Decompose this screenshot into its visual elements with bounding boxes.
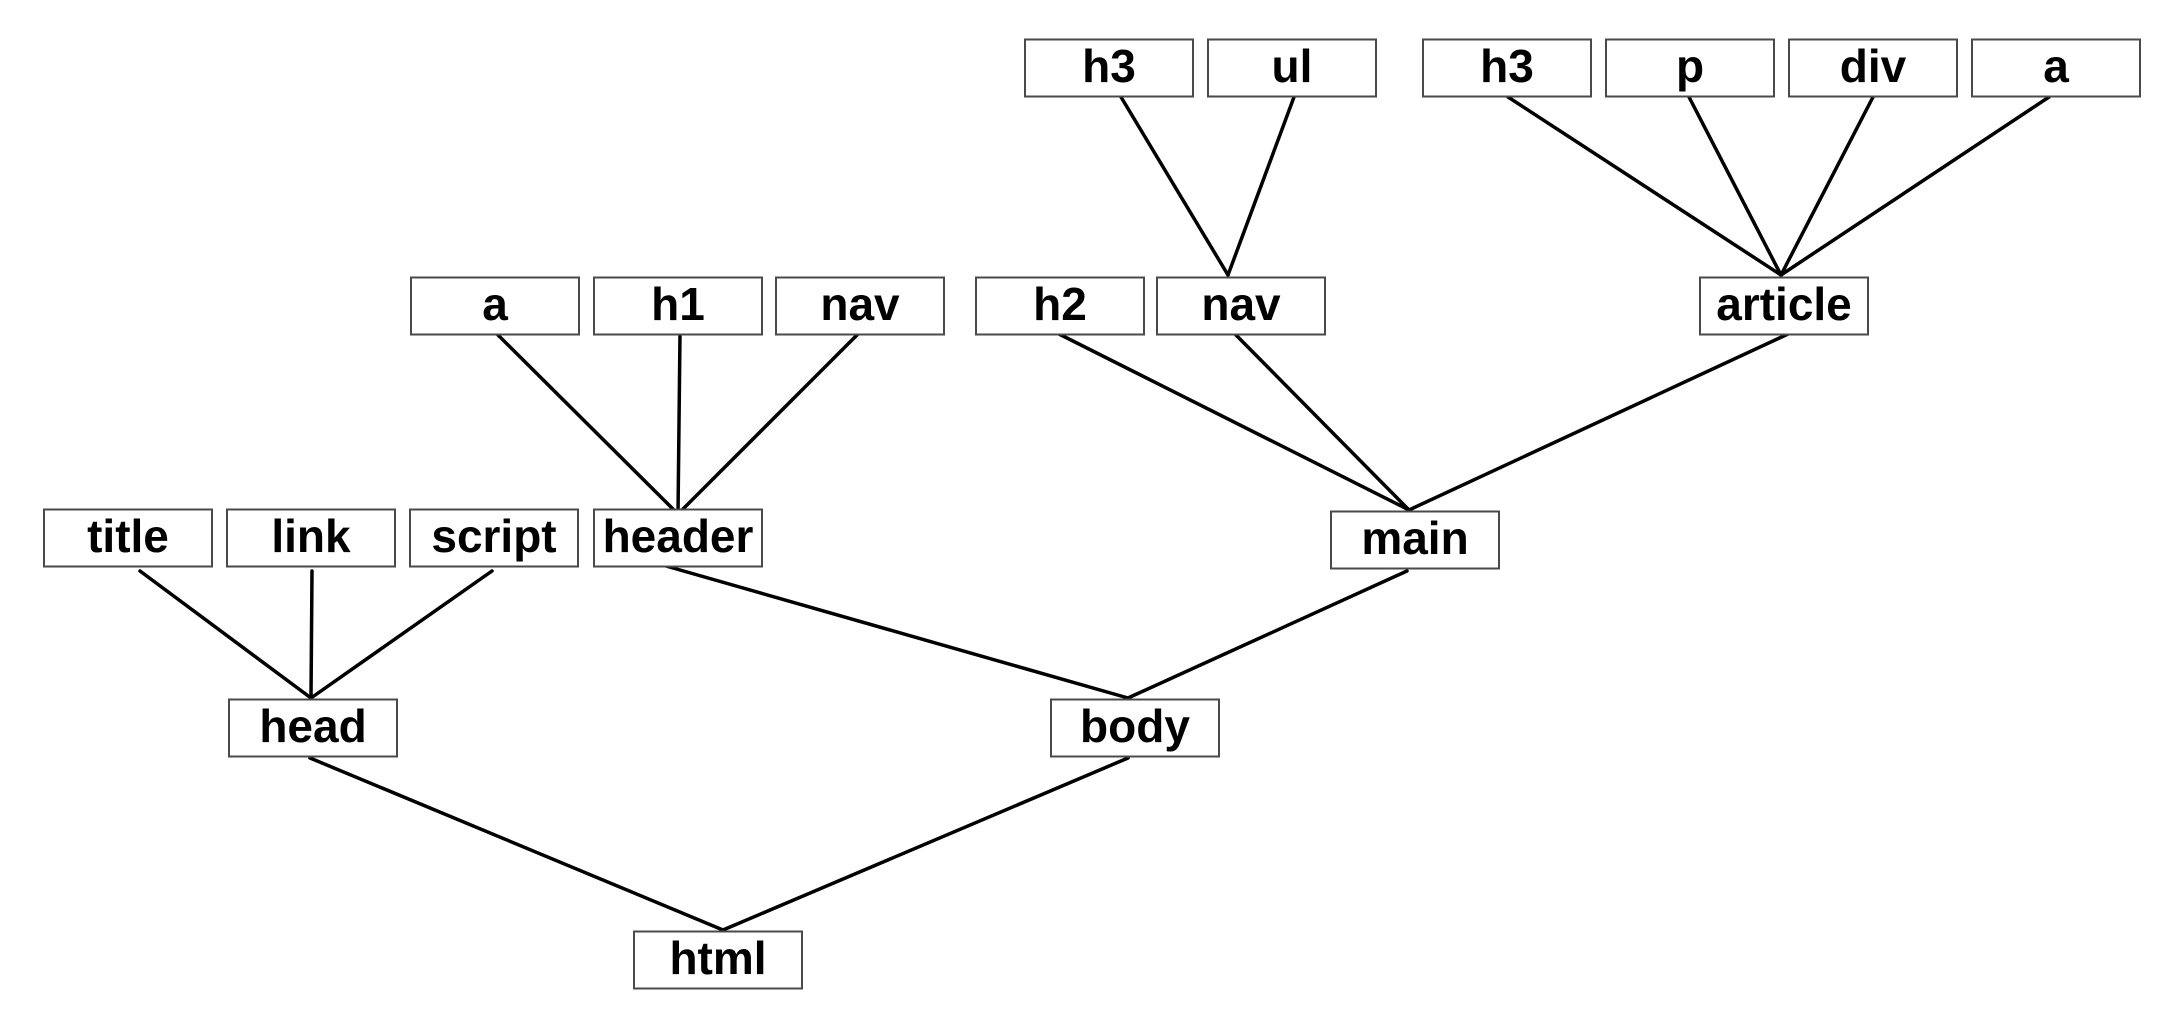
- edge-main_article-to-article_p: [1687, 95, 1783, 277]
- node-box: [1156, 276, 1326, 336]
- edge-html-to-body: [721, 756, 1130, 932]
- node-label: nav: [1201, 278, 1281, 330]
- node-label: link: [271, 510, 351, 562]
- node-main-h2: h2: [975, 276, 1145, 336]
- node-header-nav: nav: [775, 276, 945, 336]
- edge-header-to-header_a: [495, 332, 680, 516]
- node-box: [1422, 38, 1592, 98]
- node-title: title: [43, 508, 213, 568]
- node-main-nav: nav: [1156, 276, 1326, 336]
- node-box: [1971, 38, 2141, 98]
- node-label: nav: [820, 278, 900, 330]
- node-html: html: [633, 930, 803, 990]
- node-box: [410, 276, 580, 336]
- edge-head-to-script: [309, 569, 494, 700]
- node-box: [226, 508, 396, 568]
- node-nav-ul: ul: [1207, 38, 1377, 98]
- node-box: [593, 508, 763, 568]
- node-box: [593, 276, 763, 336]
- node-box: [228, 698, 398, 758]
- node-body: body: [1050, 698, 1220, 758]
- node-script: script: [409, 508, 579, 568]
- node-label: article: [1716, 278, 1852, 330]
- node-article-p: p: [1605, 38, 1775, 98]
- node-article-h3: h3: [1422, 38, 1592, 98]
- node-label: h2: [1033, 278, 1087, 330]
- node-link: link: [226, 508, 396, 568]
- node-main: main: [1330, 510, 1500, 570]
- node-box: [1024, 38, 1194, 98]
- node-article-a: a: [1971, 38, 2141, 98]
- node-label: h1: [651, 278, 705, 330]
- tree-edges: [138, 95, 2051, 932]
- node-label: p: [1676, 40, 1704, 92]
- node-label: script: [431, 510, 556, 562]
- node-box: [1699, 276, 1869, 336]
- edge-main_article-to-article_h3: [1506, 95, 1783, 277]
- edge-head-to-title: [138, 569, 313, 700]
- node-box: [1788, 38, 1958, 98]
- node-label: h3: [1480, 40, 1534, 92]
- edge-main_article-to-article_a: [1779, 95, 2051, 277]
- node-head: head: [228, 698, 398, 758]
- edge-main_nav-to-nav_h3: [1119, 95, 1230, 277]
- node-label: head: [259, 700, 366, 752]
- node-main-article: article: [1699, 276, 1869, 336]
- edge-main-to-main_article: [1407, 332, 1790, 512]
- node-box: [43, 508, 213, 568]
- node-label: html: [669, 932, 766, 984]
- node-box: [775, 276, 945, 336]
- edge-header-to-header_nav: [676, 332, 860, 516]
- node-label: body: [1080, 700, 1190, 752]
- node-box: [975, 276, 1145, 336]
- node-label: header: [603, 510, 754, 562]
- node-label: main: [1361, 512, 1468, 564]
- node-box: [1605, 38, 1775, 98]
- edge-main-to-main_h2: [1057, 332, 1411, 512]
- node-label: div: [1840, 40, 1907, 92]
- edge-header-to-header_h1: [676, 332, 682, 516]
- node-box: [1207, 38, 1377, 98]
- node-label: a: [482, 278, 508, 330]
- edge-html-to-head: [308, 756, 725, 932]
- edge-body-to-header: [664, 564, 1130, 700]
- node-nav-h3: h3: [1024, 38, 1194, 98]
- edge-main-to-main_nav: [1233, 332, 1411, 512]
- tree-nodes: html head body title link script header main a h1…: [43, 38, 2141, 990]
- node-box: [409, 508, 579, 568]
- edge-body-to-main: [1126, 569, 1409, 700]
- node-label: ul: [1272, 40, 1313, 92]
- node-box: [1050, 698, 1220, 758]
- node-box: [1330, 510, 1500, 570]
- node-header-h1: h1: [593, 276, 763, 336]
- node-label: h3: [1082, 40, 1136, 92]
- node-box: [633, 930, 803, 990]
- edge-head-to-link: [309, 569, 314, 700]
- node-header-a: a: [410, 276, 580, 336]
- node-label: title: [87, 510, 169, 562]
- node-article-div: div: [1788, 38, 1958, 98]
- edge-main_article-to-article_div: [1779, 95, 1875, 277]
- edge-main_nav-to-nav_ul: [1226, 95, 1296, 277]
- node-label: a: [2043, 40, 2069, 92]
- node-header: header: [593, 508, 763, 568]
